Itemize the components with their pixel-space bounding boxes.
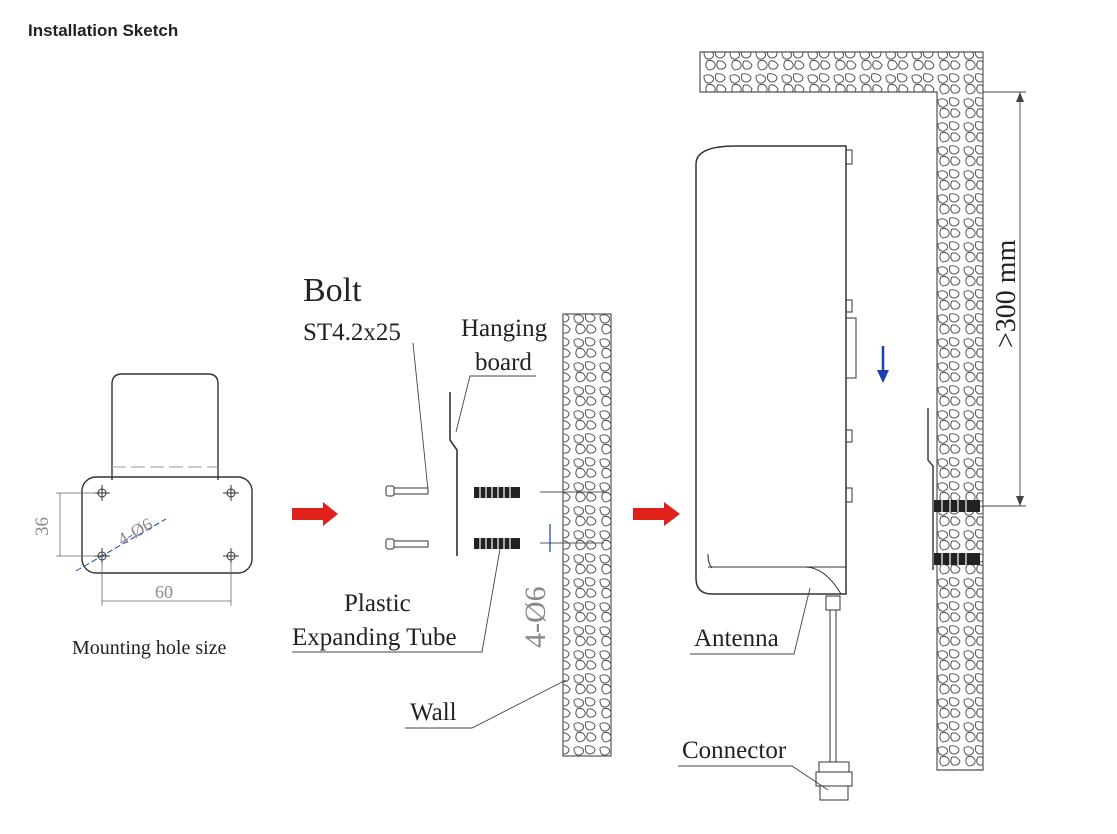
bolt-spec: ST4.2x25 [303,319,401,346]
board-label-line1: Hanging [461,315,548,342]
bolt-screws [385,485,429,550]
expanding-tubes [474,487,520,549]
wall-holes-label: 4-Ø6 [519,586,552,648]
mounting-bracket-drawing: 36 4-Ø6 60 Mounting hole size [32,373,253,659]
tube-label-line2: Expanding Tube [292,624,457,651]
hardware-assembly: Bolt ST4.2x25 Hanging board Plastic Expa… [292,272,612,757]
step-arrow-1 [292,502,338,526]
antenna-body [695,145,847,595]
page-title: Installation Sketch [28,21,179,40]
antenna-label: Antenna [694,625,779,652]
wall-section [562,313,612,757]
bolt-title: Bolt [303,272,362,309]
mounting-caption: Mounting hole size [72,637,227,659]
mounting-holes [94,485,239,564]
board-label-line2: board [475,349,532,376]
connector-cable [815,595,853,801]
connector-label: Connector [682,737,787,764]
wall-label: Wall [410,699,457,726]
dim-width-label: 60 [155,582,173,602]
step-arrow-2 [633,502,680,526]
clearance-label: >300 mm [991,239,1022,348]
tube-label-line1: Plastic [344,590,411,617]
device-installation: Antenna Connector >300 mm [678,51,1026,801]
ceiling-wall [699,51,984,771]
dim-holes-label: 4-Ø6 [114,514,156,550]
dim-height-label: 36 [32,517,53,536]
slide-down-arrow [877,346,889,383]
hanging-board [449,392,458,556]
